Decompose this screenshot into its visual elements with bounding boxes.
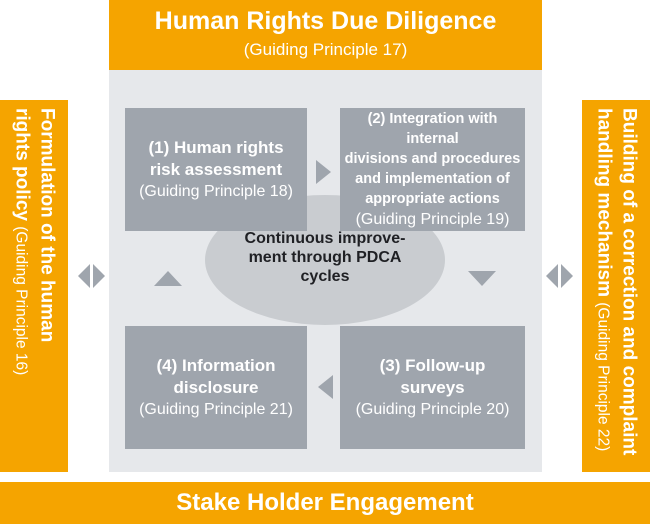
center-line: ment through PDCA (248, 249, 402, 266)
right-mechanism-banner: Building of a correction and complaint h… (582, 100, 650, 472)
step-title-line: (1) Human rights (148, 138, 284, 157)
double-arrow-icon (78, 264, 105, 288)
step-title-line: surveys (400, 378, 465, 397)
header-banner: Human Rights Due Diligence (Guiding Prin… (109, 0, 542, 70)
step-title-line: (4) Information (156, 356, 276, 375)
step-title-line: risk assessment (149, 160, 283, 179)
triangle-left-icon (318, 375, 333, 399)
left-policy-banner: Formulation of the human rights policy (… (0, 100, 68, 472)
triangle-down-icon (468, 271, 496, 286)
step-principle: (Guiding Principle 18) (139, 183, 293, 200)
footer-title: Stake Holder Engagement (176, 489, 474, 516)
step-box-integration: (2) Integration with internal divisions … (340, 108, 525, 231)
right-mechanism-text: Building of a correction and complaint h… (591, 108, 642, 464)
left-policy-text: Formulation of the human rights policy (… (9, 108, 60, 464)
double-arrow-icon (546, 264, 573, 288)
right-mechanism-line: Building of a correction and complaint (618, 108, 640, 456)
triangle-right-icon (316, 160, 331, 184)
step-title-line: (3) Follow-up (379, 356, 486, 375)
footer-banner: Stake Holder Engagement (0, 482, 650, 524)
center-text: Continuous improve- ment through PDCA cy… (215, 229, 435, 286)
right-mechanism-principle: (Guiding Principle 22) (594, 302, 612, 452)
step-box-disclosure: (4) Information disclosure (Guiding Prin… (125, 326, 307, 449)
step-principle: (Guiding Principle 21) (139, 401, 293, 418)
left-policy-line: rights policy (11, 108, 33, 221)
right-mechanism-line: handling mechanism (593, 108, 615, 297)
triangle-up-icon (154, 271, 182, 286)
left-policy-line: Formulation of the human (36, 108, 58, 343)
center-line: cycles (300, 268, 350, 285)
step-title-line: divisions and procedures (344, 151, 521, 167)
step-principle: (Guiding Principle 19) (355, 211, 510, 228)
step-title-line: (2) Integration with internal (367, 111, 498, 147)
left-policy-principle: (Guiding Principle 16) (12, 226, 30, 376)
step-title-line: appropriate actions (365, 191, 500, 207)
header-subtitle: (Guiding Principle 17) (243, 40, 408, 59)
step-principle: (Guiding Principle 20) (355, 401, 510, 418)
step-box-risk-assessment: (1) Human rights risk assessment (Guidin… (125, 108, 307, 231)
header-title: Human Rights Due Diligence (154, 7, 497, 35)
step-box-follow-up: (3) Follow-up surveys (Guiding Principle… (340, 326, 525, 449)
step-title-line: disclosure (173, 378, 259, 397)
step-title-line: and implementation of (355, 171, 510, 187)
center-line: Continuous improve- (244, 230, 406, 247)
